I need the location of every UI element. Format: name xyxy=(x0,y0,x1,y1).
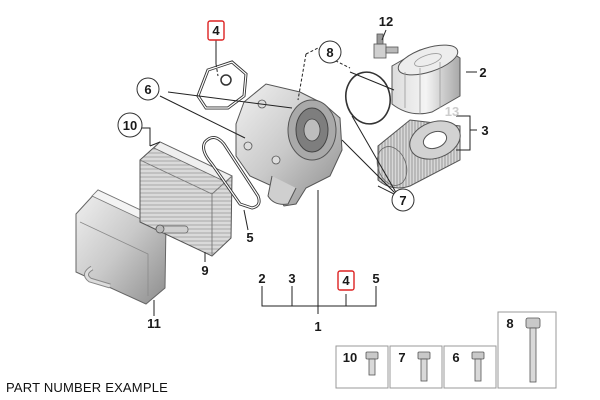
bolt-10-icon xyxy=(365,351,379,376)
hardware-label-8: 8 xyxy=(506,316,513,331)
hardware-label-6: 6 xyxy=(452,350,459,365)
hardware-label-7: 7 xyxy=(398,350,405,365)
part-5-gasket xyxy=(202,136,261,210)
callout-4-top: 4 xyxy=(212,23,220,38)
group-2: 2 xyxy=(258,271,265,286)
part-9-oil-cooler xyxy=(139,141,233,257)
part-3-filter-element xyxy=(376,119,461,189)
callout-8: 8 xyxy=(326,45,333,60)
callout-13: 13 xyxy=(445,104,459,119)
callout-10-circle xyxy=(117,112,143,138)
group-4: 4 xyxy=(342,273,350,288)
part-4-housing-gasket xyxy=(196,60,248,110)
bolt-6-icon xyxy=(471,351,485,382)
callout-7: 7 xyxy=(399,193,406,208)
callout-1: 1 xyxy=(314,319,321,334)
part-2-filter-cap xyxy=(391,44,461,115)
hardware-label-10: 10 xyxy=(343,350,357,365)
bolt-7-icon xyxy=(417,351,431,382)
callout-6-circle xyxy=(136,77,160,101)
hardware-panel xyxy=(335,311,557,389)
group-5: 5 xyxy=(372,271,379,286)
part-7-o-ring xyxy=(345,71,391,125)
bolt-8-icon xyxy=(525,317,541,383)
group-4-highlight xyxy=(337,270,355,291)
callout-5: 5 xyxy=(246,230,253,245)
callout-11: 11 xyxy=(147,316,161,331)
leader-lines xyxy=(142,29,477,316)
part-1-filter-housing xyxy=(235,83,343,207)
callout-2: 2 xyxy=(479,65,486,80)
callout-8-circle xyxy=(318,40,342,64)
part-12-sensor xyxy=(373,33,399,59)
callout-6: 6 xyxy=(144,82,151,97)
callout-9: 9 xyxy=(201,263,208,278)
callout-12: 12 xyxy=(379,14,393,29)
callout-3: 3 xyxy=(481,123,488,138)
callout-4-highlight xyxy=(207,20,225,41)
part-number-caption: PART NUMBER EXAMPLE xyxy=(6,380,169,395)
callout-7-circle xyxy=(391,188,415,212)
group-3: 3 xyxy=(288,271,295,286)
callout-10: 10 xyxy=(123,118,137,133)
